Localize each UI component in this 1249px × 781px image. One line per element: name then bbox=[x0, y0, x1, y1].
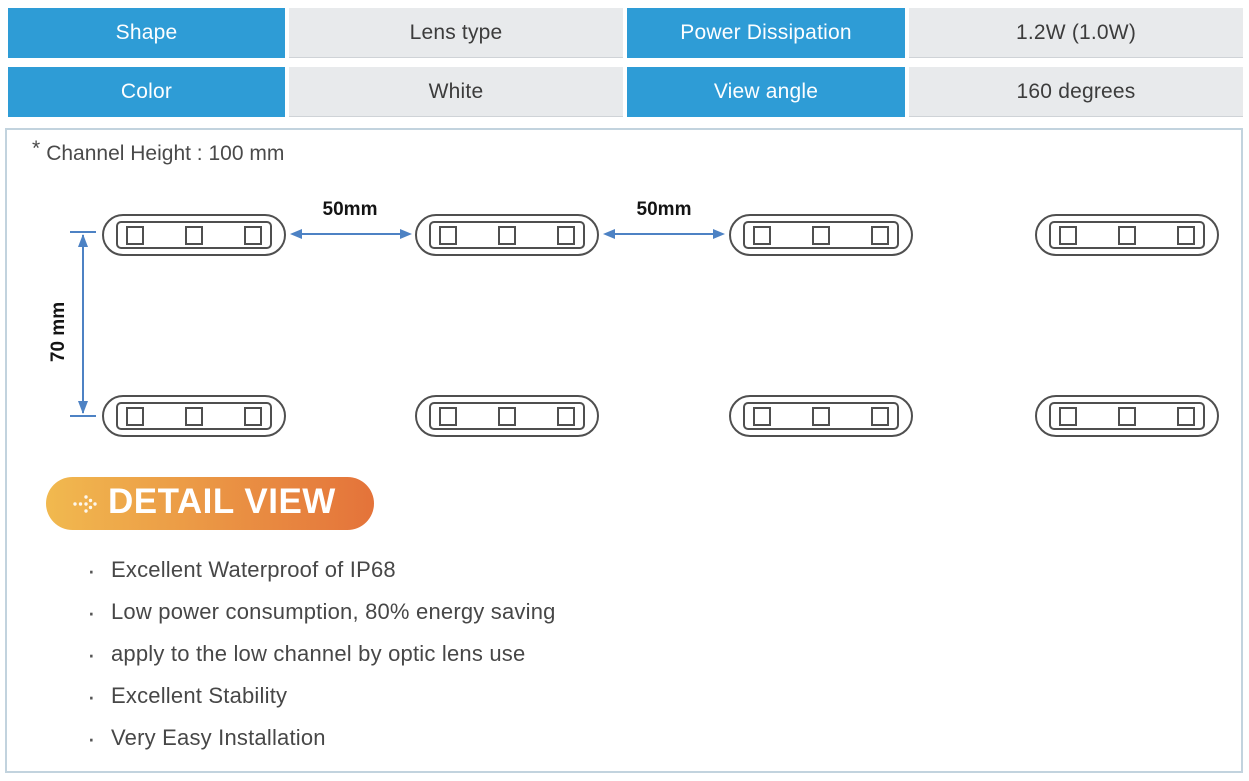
module-inner-frame bbox=[743, 402, 899, 430]
led-chip bbox=[1177, 225, 1195, 245]
bullet-icon: · bbox=[87, 596, 96, 627]
dim-label-50mm-1: 50mm bbox=[322, 199, 378, 220]
feature-item: · Excellent Stability bbox=[87, 675, 556, 717]
led-module bbox=[102, 395, 286, 437]
module-inner-frame bbox=[429, 221, 585, 249]
led-chip bbox=[439, 225, 457, 245]
led-chip bbox=[498, 406, 516, 426]
led-chip bbox=[812, 225, 830, 245]
led-chip bbox=[557, 406, 575, 426]
led-chip bbox=[185, 406, 203, 426]
bullet-icon: · bbox=[87, 554, 96, 585]
spec-cell-shape-value: Lens type bbox=[289, 8, 623, 58]
led-chip bbox=[812, 406, 830, 426]
led-chip bbox=[439, 406, 457, 426]
led-module bbox=[729, 214, 913, 256]
dim-label-50mm-2: 50mm bbox=[636, 199, 692, 220]
spec-table-row: Shape Lens type Power Dissipation 1.2W (… bbox=[8, 8, 1243, 58]
feature-item: · Excellent Waterproof of IP68 bbox=[87, 549, 556, 591]
led-module bbox=[1035, 214, 1219, 256]
led-chip bbox=[185, 225, 203, 245]
module-inner-frame bbox=[429, 402, 585, 430]
feature-text: Low power consumption, 80% energy saving bbox=[111, 599, 556, 624]
note-text: Channel Height : 100 mm bbox=[46, 142, 285, 165]
led-chip bbox=[244, 406, 262, 426]
led-chip bbox=[871, 225, 889, 245]
drawing-panel: *Channel Height : 100 mm 50mm 50mm 70 mm bbox=[5, 128, 1243, 773]
led-chip bbox=[244, 225, 262, 245]
led-chip bbox=[498, 225, 516, 245]
feature-text: apply to the low channel by optic lens u… bbox=[111, 641, 526, 666]
led-module bbox=[415, 214, 599, 256]
feature-item: · Very Easy Installation bbox=[87, 717, 556, 759]
led-module bbox=[102, 214, 286, 256]
spec-cell-view-angle-label: View angle bbox=[627, 67, 905, 117]
note-asterisk: * bbox=[32, 137, 41, 160]
led-chip bbox=[557, 225, 575, 245]
led-module bbox=[415, 395, 599, 437]
bullet-icon: · bbox=[87, 638, 96, 669]
module-inner-frame bbox=[1049, 221, 1205, 249]
spec-cell-power-value: 1.2W (1.0W) bbox=[909, 8, 1243, 58]
module-inner-frame bbox=[116, 402, 272, 430]
led-module bbox=[1035, 395, 1219, 437]
feature-item: · apply to the low channel by optic lens… bbox=[87, 633, 556, 675]
feature-item: · Low power consumption, 80% energy savi… bbox=[87, 591, 556, 633]
feature-text: Excellent Stability bbox=[111, 683, 288, 708]
led-chip bbox=[126, 225, 144, 245]
feature-text: Very Easy Installation bbox=[111, 725, 326, 750]
led-chip bbox=[753, 406, 771, 426]
channel-height-note: *Channel Height : 100 mm bbox=[32, 137, 285, 166]
module-inner-frame bbox=[1049, 402, 1205, 430]
dim-arrow-50mm-2 bbox=[603, 229, 725, 239]
led-chip bbox=[1059, 225, 1077, 245]
feature-list: · Excellent Waterproof of IP68 · Low pow… bbox=[87, 549, 556, 759]
spec-cell-power-label: Power Dissipation bbox=[627, 8, 905, 58]
led-module bbox=[729, 395, 913, 437]
spec-cell-color-label: Color bbox=[8, 67, 285, 117]
detail-view-label: DETAIL VIEW bbox=[108, 482, 336, 521]
dim-arrow-70mm bbox=[70, 231, 96, 417]
detail-view-badge: DETAIL VIEW bbox=[46, 477, 374, 530]
dim-arrow-50mm-1 bbox=[290, 229, 412, 239]
led-chip bbox=[1177, 406, 1195, 426]
spec-cell-shape-label: Shape bbox=[8, 8, 285, 58]
bullet-icon: · bbox=[87, 722, 96, 753]
led-chip bbox=[871, 406, 889, 426]
led-chip bbox=[1118, 225, 1136, 245]
feature-text: Excellent Waterproof of IP68 bbox=[111, 557, 396, 582]
spec-table: Shape Lens type Power Dissipation 1.2W (… bbox=[8, 8, 1243, 126]
spec-cell-color-value: White bbox=[289, 67, 623, 117]
led-chip bbox=[126, 406, 144, 426]
led-chip bbox=[1059, 406, 1077, 426]
module-inner-frame bbox=[743, 221, 899, 249]
led-chip bbox=[753, 225, 771, 245]
bullet-icon: · bbox=[87, 680, 96, 711]
spec-cell-view-angle-value: 160 degrees bbox=[909, 67, 1243, 117]
dotted-arrow-icon bbox=[73, 494, 97, 513]
dim-label-70mm: 70 mm bbox=[48, 301, 69, 363]
spec-table-row: Color White View angle 160 degrees bbox=[8, 67, 1243, 117]
module-inner-frame bbox=[116, 221, 272, 249]
led-chip bbox=[1118, 406, 1136, 426]
